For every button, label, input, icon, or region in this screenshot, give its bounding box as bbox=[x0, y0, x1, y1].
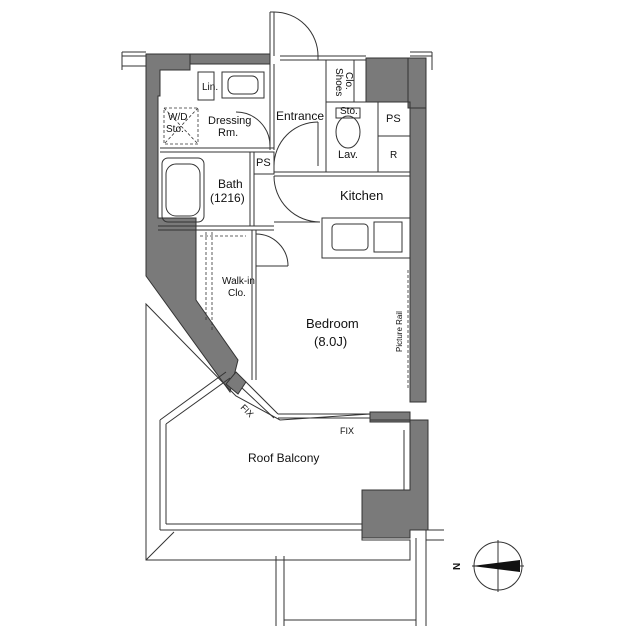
bath-size-label: (1216) bbox=[210, 191, 245, 205]
walls bbox=[145, 53, 429, 539]
northeast-column bbox=[365, 57, 411, 103]
west-wall bbox=[145, 53, 239, 394]
walkin-shelving bbox=[200, 232, 246, 330]
kitchen-label: Kitchen bbox=[340, 188, 383, 203]
ps-top-label: PS bbox=[386, 113, 401, 125]
east-wall-top bbox=[407, 57, 427, 109]
picture-rail-label: Picture Rail bbox=[395, 311, 404, 352]
partitions bbox=[158, 59, 411, 419]
wd-storage-label: Sto. bbox=[166, 124, 184, 135]
bath-label: Bath bbox=[218, 177, 243, 191]
roof-balcony-label: Roof Balcony bbox=[248, 451, 319, 465]
toilet bbox=[335, 107, 361, 149]
storage-label: Sto. bbox=[340, 106, 358, 117]
east-wall bbox=[409, 101, 427, 403]
wd-label: W/D bbox=[168, 112, 187, 123]
room-labels: Lin. W/D Sto. Dressing Rm. Entrance Shoe… bbox=[166, 68, 463, 570]
walkin-clo-label: Clo. bbox=[228, 288, 246, 299]
entrance-label: Entrance bbox=[276, 109, 324, 123]
linen-label: Lin. bbox=[202, 82, 218, 93]
north-wall bbox=[189, 53, 271, 65]
walkin-label: Walk-in bbox=[222, 276, 255, 287]
compass-arrow-icon bbox=[472, 560, 520, 572]
bedroom-label: Bedroom bbox=[306, 316, 359, 331]
compass-n-label: N bbox=[452, 563, 463, 570]
refrigerator-label: R bbox=[390, 150, 397, 161]
lav-label: Lav. bbox=[338, 149, 358, 161]
shoes-clo-label: Clo. bbox=[343, 72, 354, 90]
door-swings bbox=[235, 11, 321, 267]
southeast-column bbox=[361, 419, 429, 539]
bedroom-size-label: (8.0J) bbox=[314, 334, 347, 349]
roof-balcony-outline bbox=[145, 302, 444, 626]
bathtub bbox=[161, 157, 205, 223]
fix-bottom-label: FIX bbox=[340, 426, 354, 436]
ps-bath-label: PS bbox=[256, 157, 271, 169]
compass bbox=[472, 540, 524, 592]
dressing-label: Dressing bbox=[208, 115, 251, 127]
dressing-rm-label: Rm. bbox=[218, 127, 238, 139]
shoes-label: Shoes bbox=[333, 68, 344, 96]
dressing-fixtures bbox=[163, 71, 265, 145]
